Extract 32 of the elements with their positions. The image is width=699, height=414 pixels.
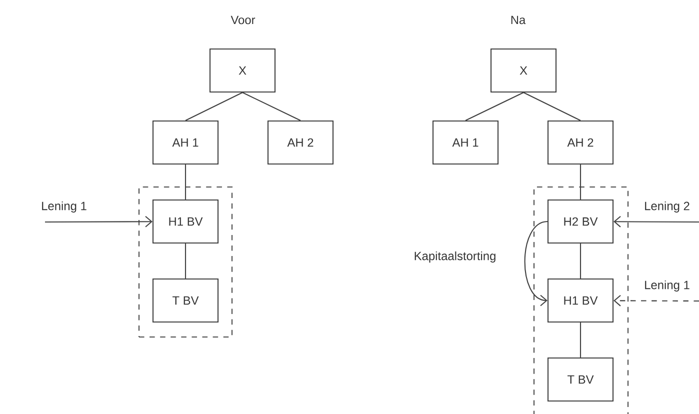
edge-label: Lening 2: [642, 200, 692, 214]
company-box: H1 BV: [547, 278, 614, 323]
dashed-group-frame: [533, 186, 629, 414]
arrow: [45, 216, 152, 228]
edge-label: Kapitaalstorting: [412, 250, 498, 264]
heading-label: Voor: [230, 16, 256, 24]
connector-line: [580, 322, 582, 358]
connector-line: [185, 92, 243, 121]
connector-line: [465, 92, 524, 121]
connector-line: [184, 164, 186, 200]
edge-label: Lening 1: [642, 278, 692, 294]
company-box: T BV: [547, 357, 614, 402]
curved-arrow: [524, 221, 548, 306]
dashed-group-frame: [138, 186, 233, 338]
connector-line: [184, 244, 186, 278]
company-box: X: [209, 48, 276, 93]
company-box: AH 1: [152, 120, 219, 165]
edge-label: Lening 1: [39, 200, 89, 214]
arrow: [614, 295, 699, 306]
connector-line: [580, 164, 582, 200]
company-box: AH 2: [267, 120, 334, 165]
connector-line: [523, 92, 581, 121]
heading-label: Na: [511, 16, 526, 24]
company-box: X: [490, 48, 557, 93]
company-box: AH 1: [432, 120, 499, 165]
company-box: T BV: [152, 278, 219, 323]
connector-line: [242, 92, 301, 121]
connector-line: [580, 244, 582, 278]
company-box: H1 BV: [152, 199, 219, 244]
company-box: AH 2: [547, 120, 614, 165]
arrow: [614, 216, 699, 228]
company-box: H2 BV: [547, 199, 614, 244]
